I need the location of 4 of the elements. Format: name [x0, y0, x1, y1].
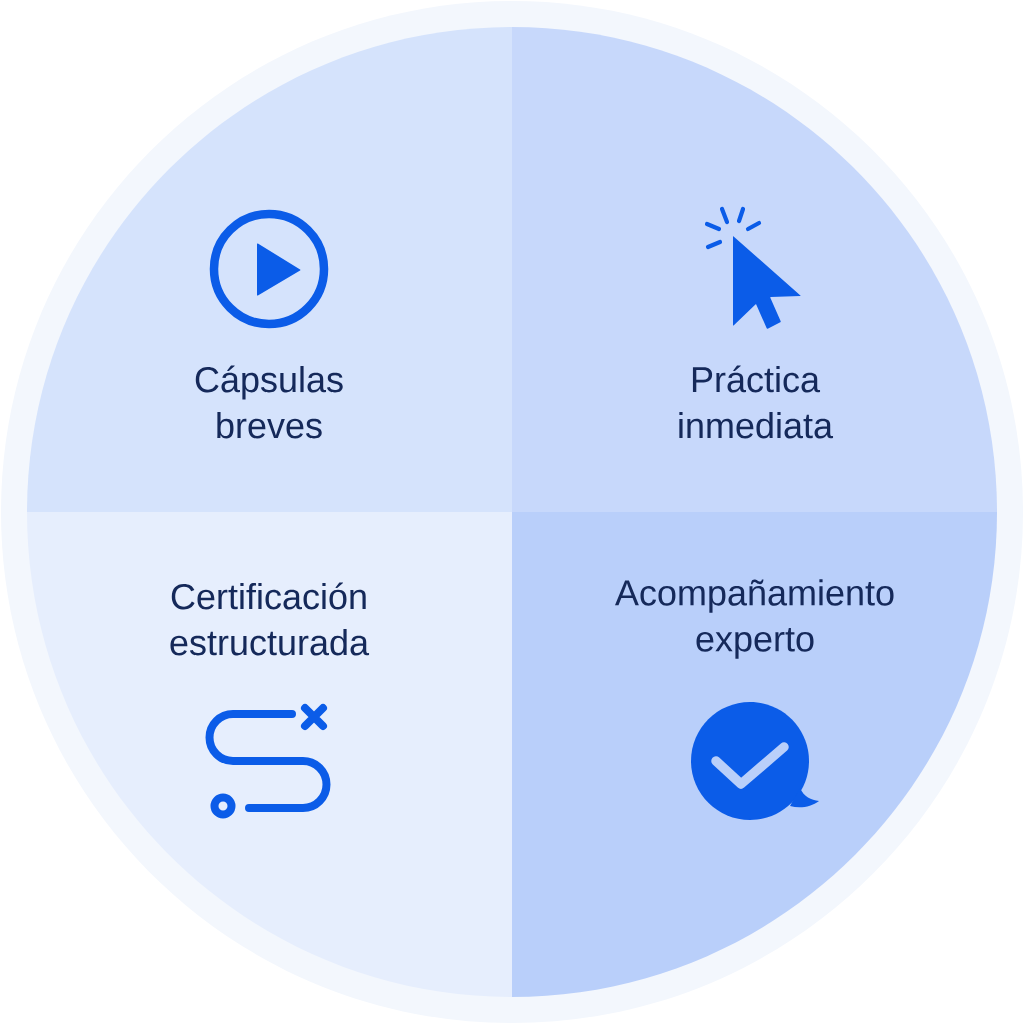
- quadrant: Cápsulas breves: [27, 27, 512, 512]
- quadrant: Acompañamiento experto: [512, 512, 997, 997]
- quadrant: Certificación estructurada: [27, 512, 512, 997]
- quadrant: Práctica inmediata: [512, 27, 997, 512]
